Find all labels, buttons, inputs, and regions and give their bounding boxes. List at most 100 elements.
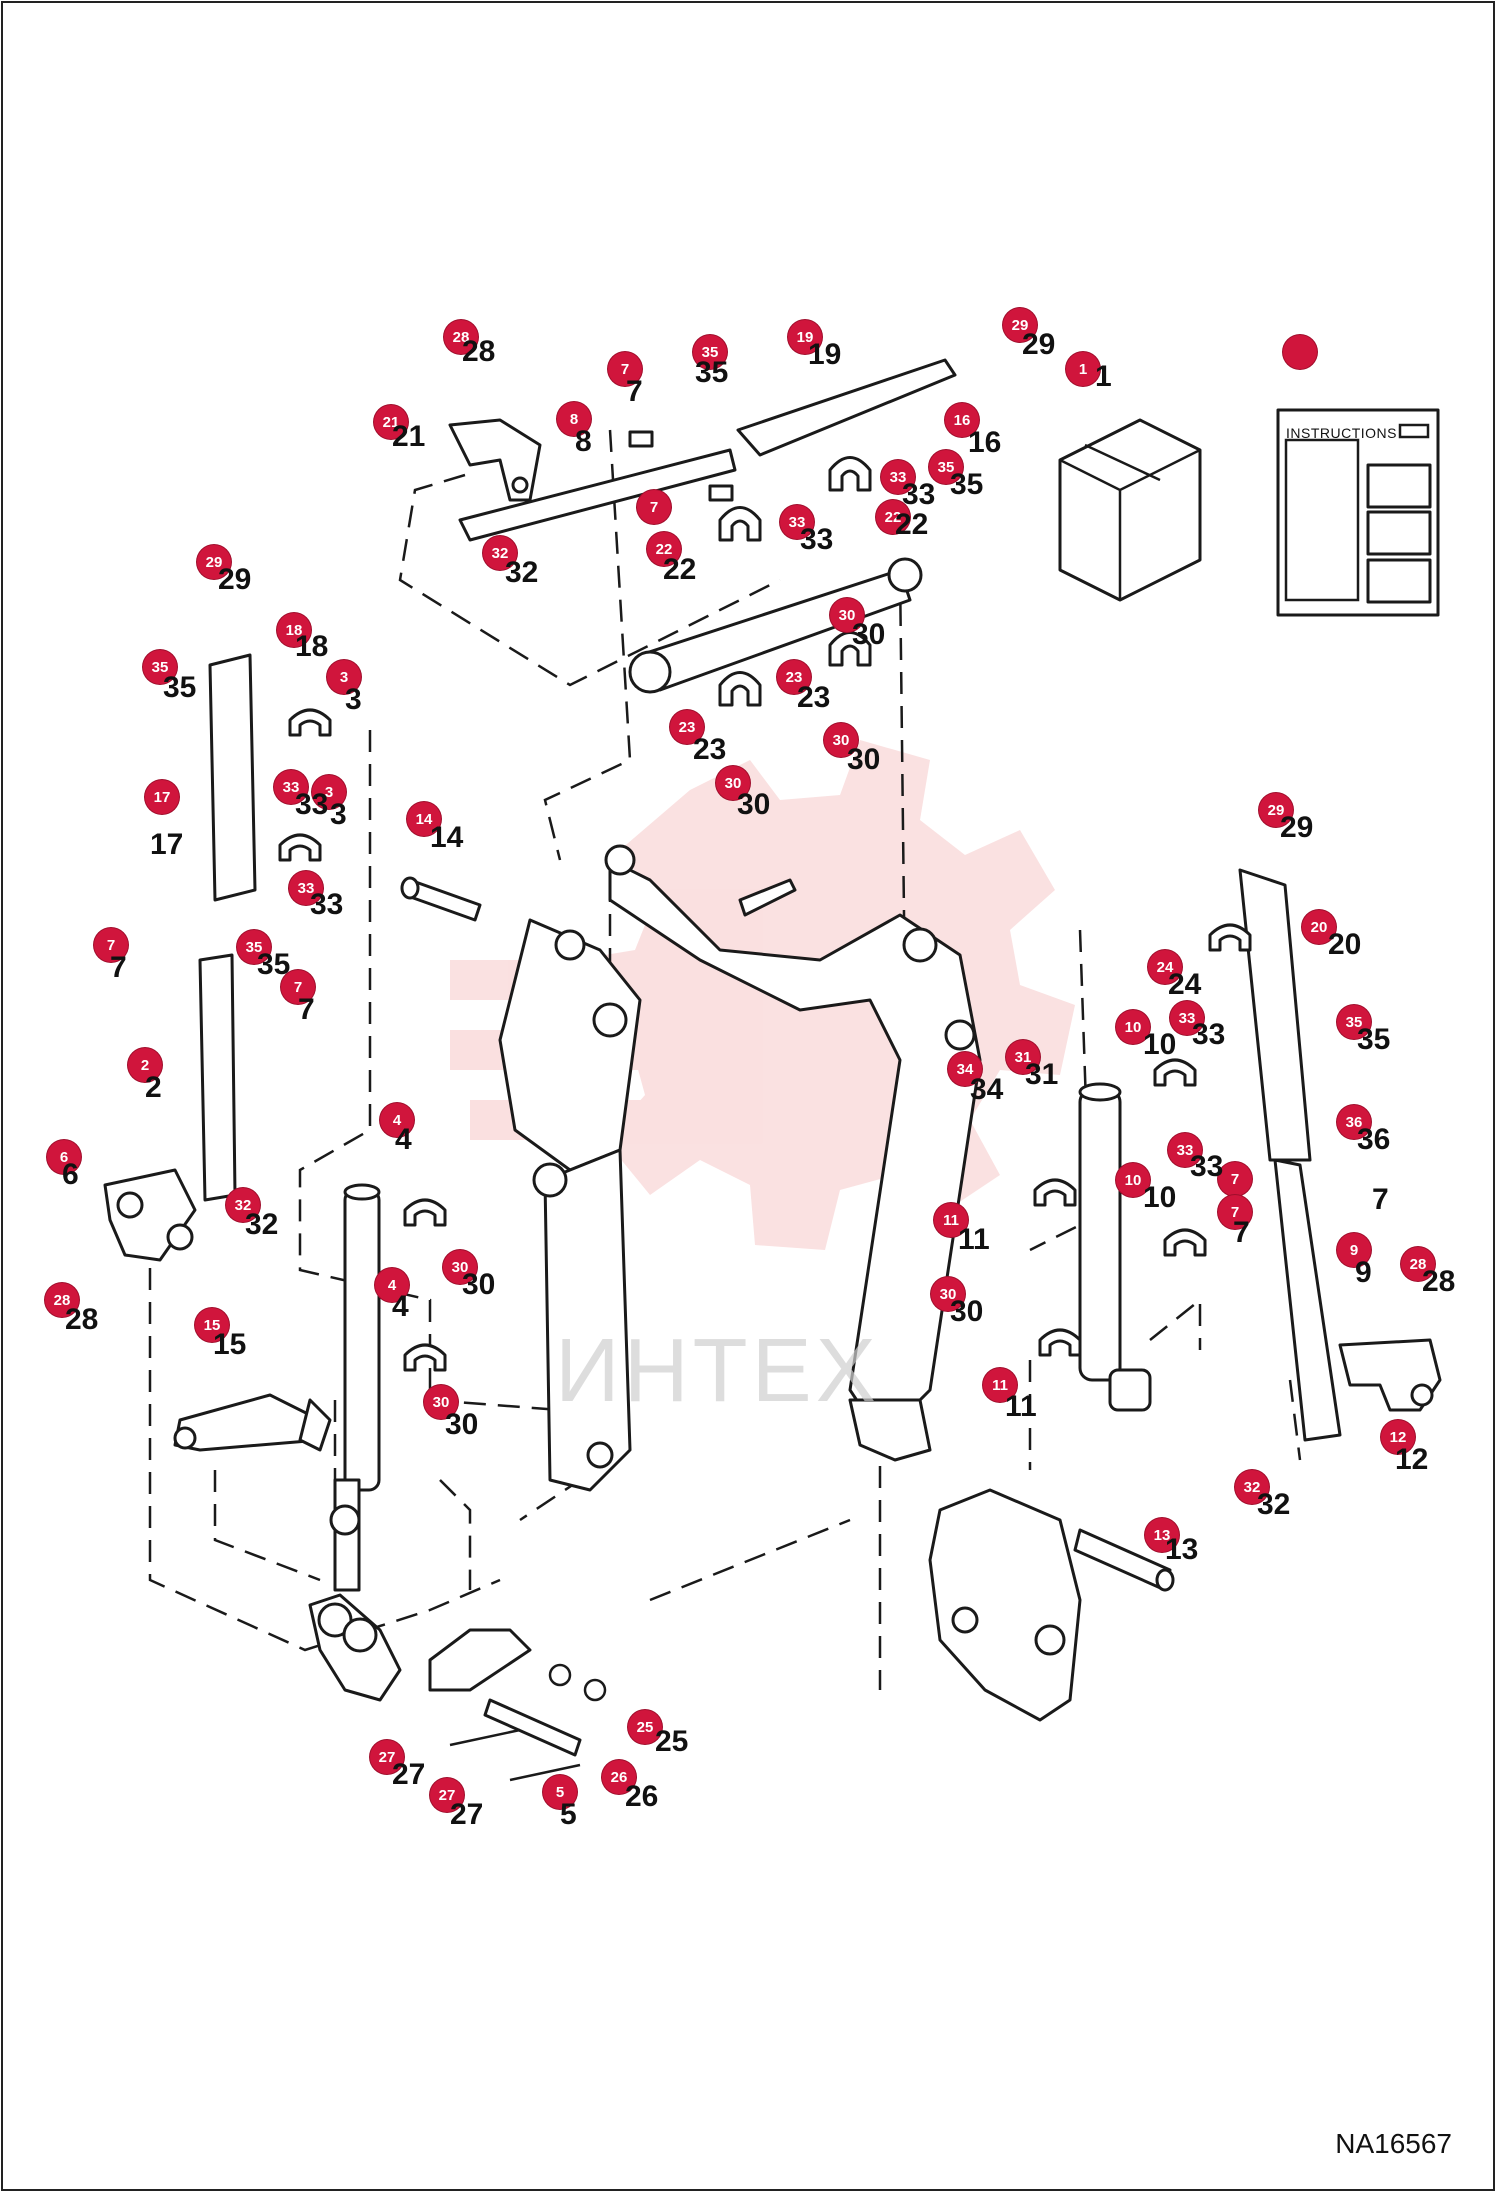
callout-badge: 33 — [1168, 1133, 1202, 1167]
callout-badge: 12 — [1381, 1420, 1415, 1454]
callout-label: 14 — [430, 821, 464, 854]
callout-badge: 6 — [47, 1140, 81, 1174]
callout-label: 19 — [808, 338, 842, 371]
callout-label: 16 — [968, 426, 1002, 459]
callout-label: 7 — [1372, 1183, 1389, 1216]
kit-box — [1058, 418, 1202, 602]
callout-label: 28 — [65, 1303, 99, 1336]
callout-label: 10 — [1143, 1181, 1177, 1214]
callout-label: 33 — [902, 478, 936, 511]
callout-badge: 23 — [670, 710, 704, 744]
callout-badge: 29 — [1003, 308, 1037, 342]
callout-badge: 5 — [543, 1775, 577, 1809]
callout-label: 20 — [1328, 928, 1362, 961]
bucket-link-assembly — [308, 1593, 607, 1782]
callout-label: 23 — [797, 681, 831, 714]
callout-badge: 7 — [608, 352, 642, 386]
callout-label: 18 — [295, 630, 329, 663]
callout-label: 35 — [163, 671, 197, 704]
instructions-title: INSTRUCTIONS — [1286, 425, 1397, 441]
left-hose-guard-assembly — [103, 653, 257, 1262]
callout-badge: 7 — [1218, 1162, 1252, 1196]
callout-label: 8 — [575, 425, 592, 458]
arm-cylinder-left — [173, 1183, 381, 1592]
callout-badge: 3 — [327, 660, 361, 694]
callout-label: 30 — [445, 1408, 479, 1441]
callout-badge: 33 — [881, 460, 915, 494]
callout-label: 35 — [257, 948, 291, 981]
callout-badge: 26 — [602, 1760, 636, 1794]
callout-label: 7 — [626, 375, 643, 408]
callout-badge: 28 — [1401, 1247, 1435, 1281]
callout-badge: 30 — [716, 766, 750, 800]
callout-badge: 22 — [647, 532, 681, 566]
callout-label: 15 — [213, 1328, 247, 1361]
callout-label: 7 — [110, 951, 127, 984]
callout-badge: 27 — [430, 1778, 464, 1812]
callout-badge: 18 — [277, 613, 311, 647]
callout-badge: 13 — [1145, 1518, 1179, 1552]
callout-label: 33 — [800, 523, 834, 556]
callout-badge: 21 — [374, 405, 408, 439]
callout-label: 35 — [1357, 1023, 1391, 1056]
callout-badge: 23 — [777, 660, 811, 694]
callout-label: 32 — [1257, 1488, 1291, 1521]
callout-label: 31 — [1025, 1058, 1059, 1091]
callout-badge: 17 — [145, 780, 179, 814]
callout-badge: 32 — [483, 536, 517, 570]
callout-badge: 33 — [274, 770, 308, 804]
callout-badge: 30 — [931, 1277, 965, 1311]
callout-badge: 3 — [312, 775, 346, 809]
callout-label: 10 — [1143, 1028, 1177, 1061]
callout-label: 22 — [663, 553, 697, 586]
callout-badge: 24 — [1148, 950, 1182, 984]
callout-label: 30 — [462, 1268, 496, 1301]
callout-badge: 20 — [1302, 910, 1336, 944]
callout-label: 4 — [392, 1290, 409, 1323]
callout-label: 7 — [298, 993, 315, 1026]
callout-badge: 30 — [424, 1385, 458, 1419]
callout-label: 32 — [505, 556, 539, 589]
hose-clamps-top — [718, 456, 872, 707]
callout-label: 25 — [655, 1725, 689, 1758]
callout-badge: 34 — [948, 1052, 982, 1086]
callout-label: 30 — [950, 1295, 984, 1328]
callout-badge: 4 — [380, 1103, 414, 1137]
callout-badge: 32 — [226, 1188, 260, 1222]
callout-label: 13 — [1165, 1533, 1199, 1566]
callout-badge: 11 — [983, 1368, 1017, 1402]
main-boom — [604, 844, 982, 1462]
callout-label: 32 — [245, 1208, 279, 1241]
callout-badge: 30 — [830, 598, 864, 632]
diagram-reference-code: NA16567 — [1335, 2128, 1452, 2159]
callout-badge: 19 — [788, 320, 822, 354]
callout-label: 33 — [1190, 1150, 1224, 1183]
callout-badge: 29 — [197, 545, 231, 579]
callout-badge: 7 — [1218, 1195, 1252, 1229]
callout-badge: 7 — [281, 970, 315, 1004]
callout-label: 33 — [310, 888, 344, 921]
callout-badge: 31 — [1006, 1040, 1040, 1074]
callout-badge: 35 — [929, 450, 963, 484]
callout-label: 26 — [625, 1780, 659, 1813]
callout-label: 30 — [852, 618, 886, 651]
callout-label: 29 — [1022, 328, 1056, 361]
callout-badge: 27 — [370, 1740, 404, 1774]
callout-label: 22 — [895, 508, 929, 541]
callout-label: 35 — [950, 468, 984, 501]
callout-label: 11 — [1005, 1390, 1037, 1423]
callout-badge: 7 — [637, 490, 671, 524]
right-hose-guard-assembly — [1238, 868, 1442, 1442]
callout-label: 29 — [218, 563, 252, 596]
callout-badge: 15 — [195, 1308, 229, 1342]
callout-label: 5 — [560, 1798, 577, 1831]
callout-label: 30 — [847, 743, 881, 776]
callout-badge: 2 — [128, 1048, 162, 1082]
callout-label: 28 — [1422, 1265, 1456, 1298]
callout-badge: 35 — [237, 930, 271, 964]
callout-badge: 30 — [824, 723, 858, 757]
callout-label: 4 — [395, 1123, 412, 1156]
bucket-cylinder-right — [1078, 1082, 1152, 1412]
